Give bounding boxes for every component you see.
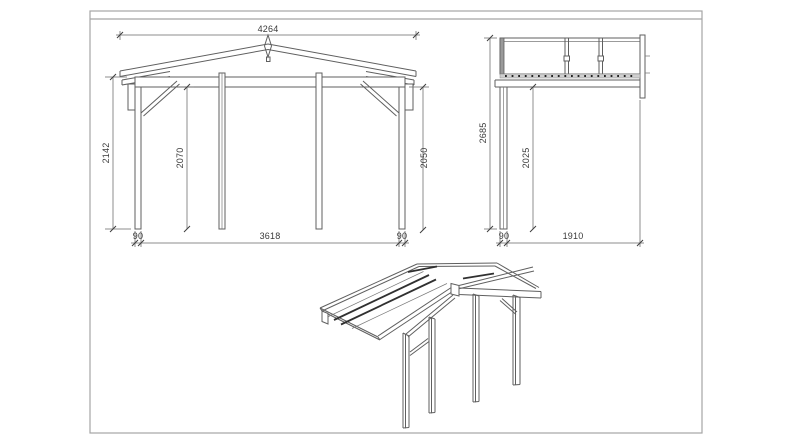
front-rake-board (377, 284, 458, 340)
dim-label-clear-height: 2070 (175, 148, 185, 169)
front-fascia (499, 37, 505, 75)
side-beam (494, 79, 640, 88)
dim-label-post-left: 90 (133, 231, 143, 241)
dim-label-overall-width: 4264 (258, 24, 279, 34)
dim-label-height-left: 2142 (101, 143, 111, 164)
dim-height-left: 2142 (101, 73, 131, 233)
dim-label-depth: 1910 (563, 231, 584, 241)
ridge (451, 266, 535, 291)
roof-3d (319, 262, 542, 341)
dim-label-height-right: 2050 (419, 148, 429, 169)
connector-plate (597, 55, 604, 62)
eave-fascia-right (404, 83, 414, 111)
dim-overall-width: 4264 (116, 24, 420, 40)
roof-side-panel (499, 34, 650, 99)
posts-front (134, 72, 406, 230)
dim-height-right: 2050 (409, 83, 429, 234)
dim-label-clear-span: 3618 (260, 231, 281, 241)
post (134, 86, 142, 230)
connector-plate (563, 55, 570, 62)
front-elevation-view: 4264 2142 2070 2050 90 3618 90 (101, 24, 429, 247)
posts-3d (402, 293, 521, 429)
dim-label-post-right: 90 (397, 231, 407, 241)
rear-fascia (639, 34, 646, 99)
braces-front (140, 80, 400, 117)
dim-bottom-front: 90 3618 90 (131, 231, 409, 247)
eave-corner-drop (321, 310, 329, 325)
dim-label-post-side: 90 (499, 231, 509, 241)
gable-roof (119, 33, 417, 111)
post (315, 72, 323, 230)
side-beam-3d (458, 287, 542, 299)
roof-panel-seams-right (407, 265, 495, 280)
drawing-frame (89, 10, 703, 434)
perspective-view (319, 262, 542, 429)
apex-finial (263, 33, 273, 62)
dim-label-overall-height: 2685 (478, 123, 488, 144)
roof-panel-seams (333, 274, 437, 326)
post (398, 86, 406, 230)
eave-band (499, 73, 641, 79)
dim-overall-height: 2685 (478, 34, 497, 233)
beam-end-block (450, 282, 460, 297)
dim-clear-height: 2070 (175, 83, 194, 233)
braces-3d (409, 298, 518, 356)
side-elevation-view: 2685 2025 90 1910 (478, 34, 650, 247)
dim-clear-height-side: 2025 (521, 83, 537, 233)
dim-bottom-side: 90 1910 (496, 100, 644, 247)
dim-label-clear-height-side: 2025 (521, 148, 531, 169)
header-beam (134, 76, 406, 88)
